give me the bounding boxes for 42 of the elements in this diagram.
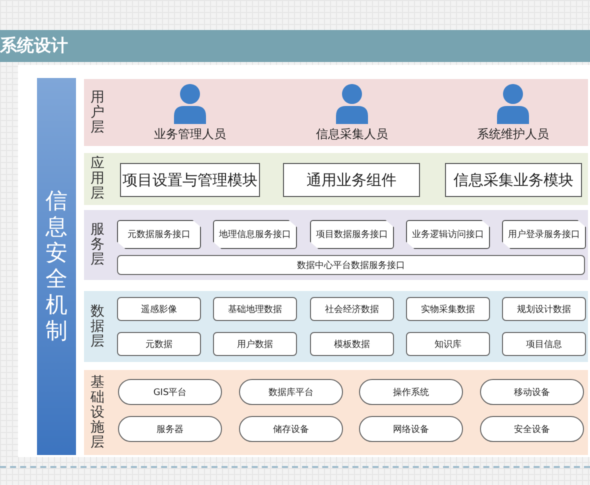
data-box: 模板数据 bbox=[310, 332, 394, 356]
layer-label: 数据层 bbox=[90, 304, 105, 349]
data-box: 实物采集数据 bbox=[406, 297, 490, 321]
infrastructure-pill: 数据库平台 bbox=[239, 379, 343, 405]
infrastructure-pill: 网络设备 bbox=[359, 416, 463, 442]
data-box: 用户数据 bbox=[213, 332, 297, 356]
security-bar: 信息安全机制 bbox=[37, 78, 76, 455]
infrastructure-pill: 安全设备 bbox=[480, 416, 584, 442]
data-box: 社会经济数据 bbox=[310, 297, 394, 321]
person-name: 系统维护人员 bbox=[476, 126, 550, 143]
data-box: 数据中心平台数据服务接口 bbox=[117, 255, 585, 275]
interface-box: 用户登录服务接口 bbox=[502, 220, 586, 249]
layer-band bbox=[84, 153, 588, 205]
layer-label: 基础设施层 bbox=[90, 375, 105, 450]
data-box: 知识库 bbox=[406, 332, 490, 356]
layer-band bbox=[84, 79, 588, 146]
infrastructure-pill: GIS平台 bbox=[118, 379, 222, 405]
interface-box: 元数据服务接口 bbox=[117, 220, 201, 249]
interface-box: 项目数据服务接口 bbox=[310, 220, 394, 249]
data-box: 基础地理数据 bbox=[213, 297, 297, 321]
data-box: 元数据 bbox=[117, 332, 201, 356]
data-box: 项目信息 bbox=[502, 332, 586, 356]
title: 系统设计 bbox=[0, 35, 68, 57]
module-box: 通用业务组件 bbox=[283, 163, 420, 197]
layer-band bbox=[84, 291, 588, 362]
layer-label: 应用层 bbox=[90, 156, 105, 202]
module-box: 项目设置与管理模块 bbox=[120, 163, 260, 197]
infrastructure-pill: 移动设备 bbox=[480, 379, 584, 405]
infrastructure-pill: 操作系统 bbox=[359, 379, 463, 405]
person-name: 业务管理人员 bbox=[153, 126, 227, 143]
data-box: 遥感影像 bbox=[117, 297, 201, 321]
data-box: 规划设计数据 bbox=[502, 297, 586, 321]
layer-band bbox=[84, 370, 588, 455]
module-box: 信息采集业务模块 bbox=[445, 163, 582, 197]
person-name: 信息采集人员 bbox=[315, 126, 389, 143]
interface-box: 地理信息服务接口 bbox=[213, 220, 297, 249]
interface-box: 业务逻辑访问接口 bbox=[406, 220, 490, 249]
infrastructure-pill: 储存设备 bbox=[239, 416, 343, 442]
layer-label: 服务层 bbox=[90, 222, 105, 268]
infrastructure-pill: 服务器 bbox=[118, 416, 222, 442]
layer-band bbox=[84, 210, 588, 280]
layer-label: 用户层 bbox=[90, 90, 105, 135]
